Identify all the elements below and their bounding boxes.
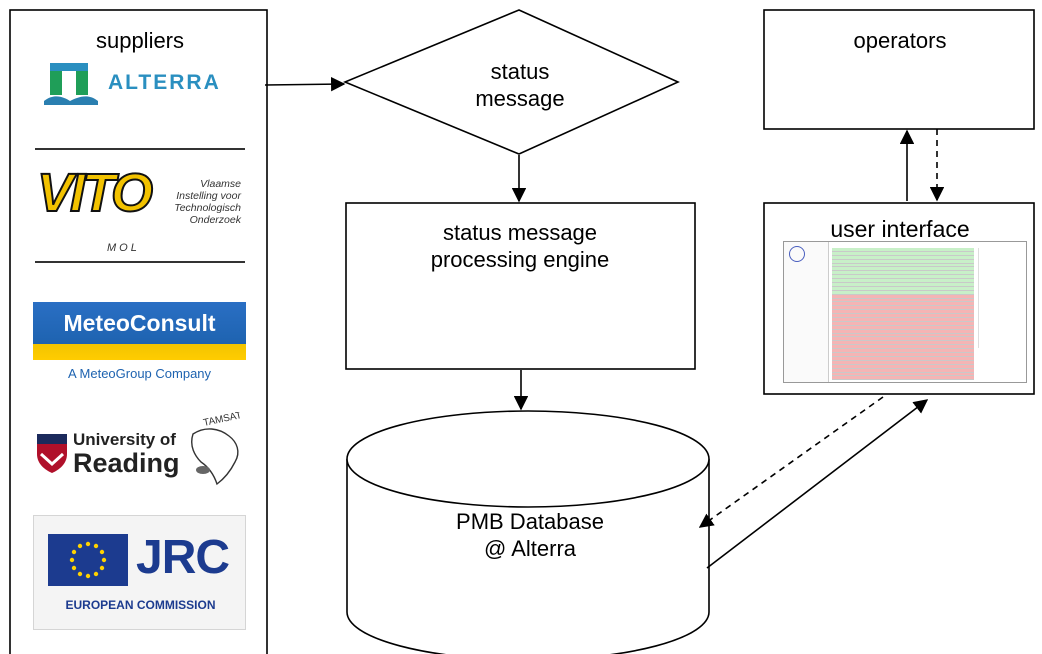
ui-thumb-row-error [832, 368, 974, 373]
ui-thumb-row-error [832, 356, 974, 361]
ui-thumb-row-error [832, 337, 974, 342]
ui-thumb-row-error [832, 329, 974, 334]
vito-letters: VITO [36, 162, 154, 224]
ui-thumb-row-ok [832, 286, 974, 291]
meteoconsult-name: MeteoConsult [63, 310, 216, 336]
ui-thumb-row-error [832, 345, 974, 350]
alterra-logo: ALTERRA [40, 57, 240, 107]
vito-tagline-2: Instelling voor [176, 190, 241, 202]
ui-thumb-row-ok [832, 251, 974, 256]
processing-engine-box [345, 202, 696, 370]
ui-thumb-row-error [832, 302, 974, 307]
ui-thumb-detail-panel [978, 248, 1025, 348]
reading-logo: University of Reading TAMSAT [35, 412, 250, 492]
ui-thumb-row-ok [832, 279, 974, 284]
ui-thumb-row-error [832, 349, 974, 354]
tamsat-africa-icon [191, 428, 239, 486]
vito-tagline-3: Technologisch [174, 202, 241, 214]
status-message-line2: message [475, 86, 565, 111]
suppliers-title: suppliers [95, 28, 185, 53]
ui-thumb-row-error [832, 376, 974, 381]
ui-thumb-row-ok [832, 275, 974, 280]
ui-thumb-row-error [832, 306, 974, 311]
pmb-database-top [346, 410, 710, 508]
pmb-database-cylinder [346, 459, 710, 654]
ui-thumb-row-error [832, 372, 974, 377]
alterra-wordmark: ALTERRA [108, 71, 221, 94]
vito-tagline-1: Vlaamse [200, 178, 241, 190]
database-line2: @ Alterra [483, 536, 577, 561]
status-message-diamond [342, 9, 680, 155]
ui-thumb-row-ok [832, 290, 974, 295]
vito-logo: VITO Vlaamse Instelling voor Technologis… [35, 148, 245, 263]
ui-thumb-row-error [832, 298, 974, 303]
status-message-label: status message [440, 58, 600, 112]
engine-label: status message processing engine [360, 219, 680, 273]
ui-screenshot-thumbnail [783, 241, 1027, 383]
ui-thumb-row-error [832, 333, 974, 338]
eu-flag [48, 534, 128, 586]
ui-thumb-row-ok [832, 255, 974, 260]
meteoconsult-logo: MeteoConsult A MeteoGroup Company [33, 302, 246, 386]
ui-thumb-row-error [832, 353, 974, 357]
engine-line2: processing engine [430, 247, 610, 272]
eu-stars-icon [69, 541, 107, 579]
ui-thumb-sidebar [784, 242, 829, 382]
arrow-database-to-ui [706, 399, 929, 569]
ui-thumb-row-error [832, 325, 974, 330]
ui-thumb-row-ok [832, 259, 974, 264]
vito-subtext: MOL [107, 242, 140, 254]
reading-crest-icon [37, 434, 67, 473]
ui-thumb-row-error [832, 318, 974, 322]
database-label: PMB Database @ Alterra [400, 508, 660, 562]
operators-label: operators [853, 28, 947, 53]
ui-thumb-row-error [832, 341, 974, 346]
meteoconsult-banner: MeteoConsult [33, 302, 246, 360]
ui-thumb-logo-icon [789, 246, 805, 262]
ui-thumb-row-error [832, 314, 974, 319]
ui-thumb-row-error [832, 310, 974, 315]
user-interface-label: user interface [830, 216, 970, 242]
database-line1: PMB Database [456, 509, 604, 534]
ui-thumb-row-error [832, 294, 974, 299]
vito-tagline: Vlaamse Instelling voor Technologisch On… [163, 178, 241, 226]
ui-thumb-table [832, 248, 974, 381]
ui-thumb-row-ok [832, 283, 974, 287]
ui-thumb-row-error [832, 360, 974, 365]
engine-line1: status message [442, 220, 598, 245]
alterra-emblem-icon [44, 63, 98, 105]
arrow-ui-to-database-dashed [698, 396, 884, 528]
arrow-suppliers-to-status [264, 76, 346, 92]
ui-thumb-row-error [832, 321, 974, 326]
ui-thumb-row-ok [832, 271, 974, 276]
ui-thumb-row-ok [832, 248, 974, 252]
meteoconsult-tagline: A MeteoGroup Company [67, 366, 212, 381]
ui-thumb-row-error [832, 364, 974, 369]
jrc-logo: JRC EUROPEAN COMMISSION [33, 515, 246, 630]
reading-name-line1: University of [73, 430, 176, 449]
reading-name-line2: Reading [73, 448, 180, 478]
ui-thumb-row-ok [832, 263, 974, 268]
ui-thumb-row-ok [832, 267, 974, 272]
vito-tagline-4: Onderzoek [189, 214, 241, 226]
operators-box [763, 9, 1035, 130]
jrc-name: JRC [136, 531, 230, 584]
status-message-line1: status [490, 59, 550, 84]
jrc-subtext: EUROPEAN COMMISSION [65, 598, 216, 612]
